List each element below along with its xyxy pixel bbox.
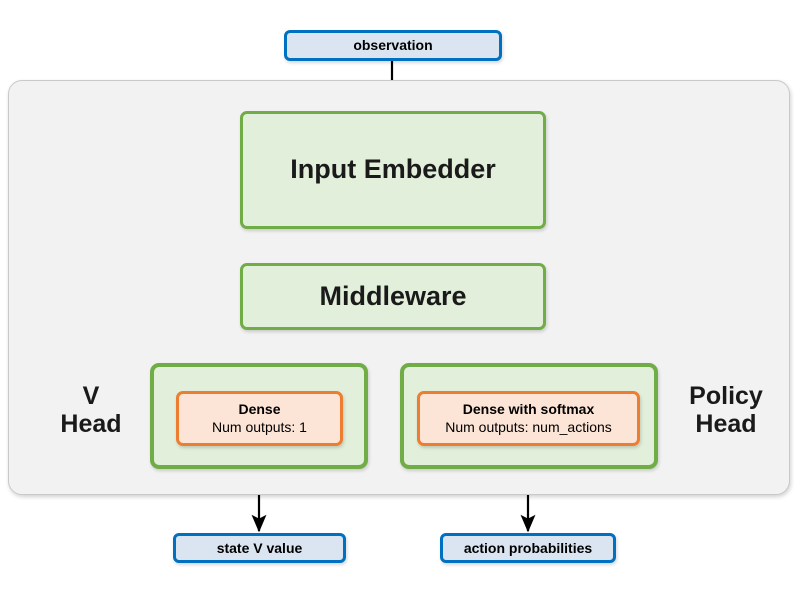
node-input-embedder[interactable]: Input Embedder — [240, 111, 546, 229]
node-dense-v[interactable]: Dense Num outputs: 1 — [176, 391, 343, 446]
node-state-v-value-label: state V value — [216, 539, 303, 556]
node-dense-policy-title: Dense with softmax — [462, 401, 595, 418]
node-dense-policy[interactable]: Dense with softmax Num outputs: num_acti… — [417, 391, 640, 446]
node-middleware-label: Middleware — [319, 280, 467, 311]
label-v-head: V Head — [60, 382, 122, 438]
node-action-probabilities-label: action probabilities — [463, 539, 593, 556]
node-dense-v-subtitle: Num outputs: 1 — [212, 419, 307, 436]
node-observation[interactable]: observation — [284, 30, 502, 61]
node-observation-label: observation — [353, 37, 433, 54]
node-input-embedder-label: Input Embedder — [290, 154, 496, 185]
node-middleware[interactable]: Middleware — [240, 263, 546, 330]
node-dense-policy-subtitle: Num outputs: num_actions — [445, 419, 612, 436]
label-policy-head: Policy Head — [689, 382, 763, 438]
node-state-v-value[interactable]: state V value — [173, 533, 346, 563]
node-dense-v-title: Dense — [238, 401, 281, 418]
node-action-probabilities[interactable]: action probabilities — [440, 533, 616, 563]
